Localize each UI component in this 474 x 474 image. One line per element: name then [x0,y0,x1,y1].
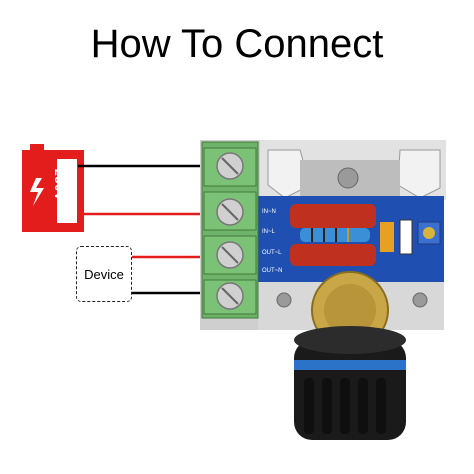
screw-slot [221,157,239,175]
knob-grip [322,378,332,434]
battery-voltage-label: 250V [52,168,67,202]
lightning-icon [30,178,44,206]
knob-grip [358,378,368,434]
screw-slot [221,246,239,264]
small-capacitor [380,222,394,252]
battery-terminal [30,144,44,152]
device-label: Device [84,266,124,282]
knob-grip [340,378,350,434]
diode [399,219,413,255]
potentiometer-center [324,284,376,336]
knob-stripe [294,360,406,370]
terminal-label-out-n: OUT~N [262,268,283,274]
device-box: Device [76,246,132,302]
terminal-label-out-l: OUT~L [262,250,282,256]
trimmer-screw [423,227,435,239]
heatsink-screw [337,167,359,189]
knob-top [294,326,406,354]
capacitor-bottom [290,244,376,266]
mount-screw-right [412,292,428,308]
battery-icon [22,144,84,232]
knob-grip [376,378,386,434]
battery-label-panel [55,157,79,225]
capacitor-top [290,204,376,228]
diagram-title: How To Connect [90,22,384,66]
screw-slot [221,287,239,305]
mount-screw-left [276,292,292,308]
heatsink-fin-left [267,149,311,199]
control-knob[interactable] [294,326,406,440]
terminal-label-in-l: IN~L [262,229,275,235]
terminal-block [201,141,259,319]
screw-slot [221,203,239,221]
knob-grip [304,378,314,434]
terminal-label-in-n: IN~N [262,209,276,215]
